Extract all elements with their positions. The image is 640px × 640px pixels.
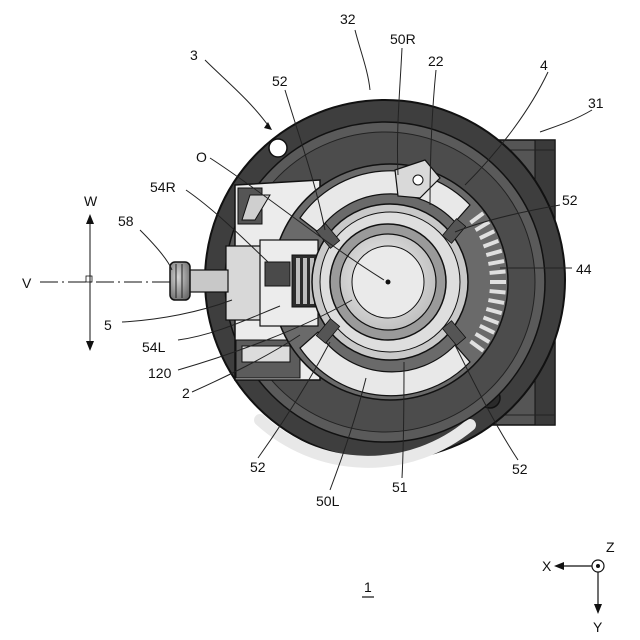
label-32: 32 xyxy=(340,11,356,27)
label-3: 3 xyxy=(190,47,198,63)
connector-pin xyxy=(296,258,300,304)
label-44: 44 xyxy=(576,261,592,277)
label-58: 58 xyxy=(118,213,134,229)
comb-tooth xyxy=(490,271,506,272)
label-4: 4 xyxy=(540,57,548,73)
axis-z-label: Z xyxy=(606,539,615,555)
label-2: 2 xyxy=(182,385,190,401)
label-52-bottom-left: 52 xyxy=(250,459,266,475)
connector-pin xyxy=(303,258,307,304)
label-W: W xyxy=(84,193,98,209)
shaft-hub-2 xyxy=(330,224,446,340)
axis-y-label: Y xyxy=(593,619,603,635)
figure-number-text: 1 xyxy=(364,579,372,595)
label-31: 31 xyxy=(588,95,604,111)
label-50L: 50L xyxy=(316,493,340,509)
label-O: O xyxy=(196,149,207,165)
label-V: V xyxy=(22,275,32,291)
label-50R: 50R xyxy=(390,31,416,47)
label-52-right: 52 xyxy=(562,192,578,208)
comb-tooth xyxy=(488,300,504,303)
label-54L: 54L xyxy=(142,339,166,355)
label-5: 5 xyxy=(104,317,112,333)
comb-tooth xyxy=(490,291,506,292)
coordinate-triad: X Y Z xyxy=(542,539,615,635)
label-52-bottom-right: 52 xyxy=(512,461,528,477)
axis-x-label: X xyxy=(542,558,552,574)
figure-number: 1 xyxy=(362,579,374,597)
label-22: 22 xyxy=(428,53,444,69)
label-52-top-left: 52 xyxy=(272,73,288,89)
axis-v-line xyxy=(40,276,170,282)
label-120: 120 xyxy=(148,365,172,381)
label-51: 51 xyxy=(392,479,408,495)
label-54R: 54R xyxy=(150,179,176,195)
comb-tooth xyxy=(488,261,504,264)
axis-w-arrow xyxy=(86,214,94,351)
center-point-O xyxy=(386,280,391,285)
